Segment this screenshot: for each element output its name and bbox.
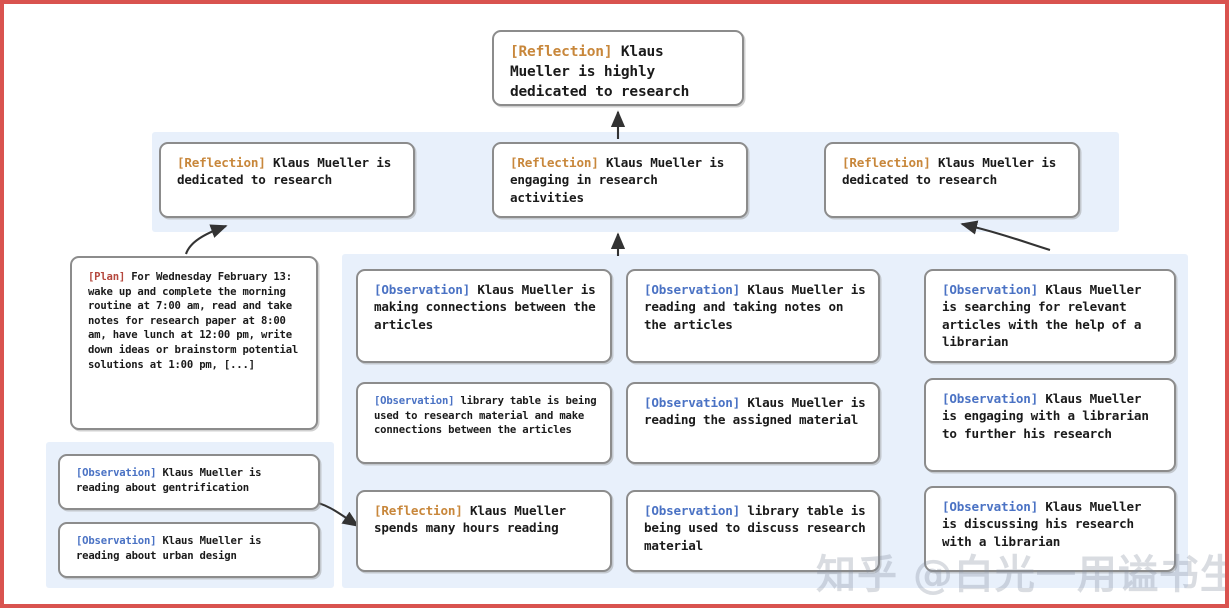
- node-text: Klaus Mueller is making connections betw…: [374, 282, 596, 332]
- node-text: Klaus Mueller is dedicated to research: [177, 155, 392, 188]
- node-tag: [Observation]: [942, 282, 1038, 297]
- node-reflection-2[interactable]: [Reflection] Klaus Mueller is engaging i…: [492, 142, 748, 218]
- node-text: Klaus Mueller is engaging with a librari…: [942, 391, 1149, 441]
- node-reflection-1[interactable]: [Reflection] Klaus Mueller is dedicated …: [159, 142, 415, 218]
- node-col1-observation-2[interactable]: [Observation] library table is being use…: [356, 382, 612, 464]
- node-tag: [Reflection]: [510, 155, 599, 170]
- node-text: Klaus Mueller is reading about gentrific…: [76, 467, 262, 494]
- node-text: Klaus Mueller is engaging in research ac…: [510, 155, 725, 205]
- node-tag: [Observation]: [644, 395, 740, 410]
- node-col2-observation-1[interactable]: [Observation] Klaus Mueller is reading a…: [626, 269, 880, 363]
- node-col3-observation-1[interactable]: [Observation] Klaus Mueller is searching…: [924, 269, 1176, 363]
- node-root-reflection[interactable]: [Reflection] Klaus Mueller is highly ded…: [492, 30, 744, 106]
- node-text: Klaus Mueller is reading about urban des…: [76, 535, 262, 562]
- node-col3-observation-3[interactable]: [Observation] Klaus Mueller is discussin…: [924, 486, 1176, 572]
- node-text: For Wednesday February 13: wake up and c…: [88, 271, 299, 371]
- node-col1-observation-1[interactable]: [Observation] Klaus Mueller is making co…: [356, 269, 612, 363]
- node-text: Klaus Mueller spends many hours reading: [374, 503, 566, 536]
- node-text: Klaus Mueller is highly dedicated to res…: [510, 44, 690, 100]
- node-tag: [Reflection]: [177, 155, 266, 170]
- node-col3-observation-2[interactable]: [Observation] Klaus Mueller is engaging …: [924, 378, 1176, 472]
- node-tag: [Reflection]: [510, 44, 613, 60]
- node-text: Klaus Mueller is searching for relevant …: [942, 282, 1142, 350]
- node-col2-observation-2[interactable]: [Observation] Klaus Mueller is reading t…: [626, 382, 880, 464]
- node-tag: [Observation]: [76, 535, 157, 547]
- node-tag: [Observation]: [644, 503, 740, 518]
- node-tag: [Observation]: [374, 282, 470, 297]
- node-col1-reflection[interactable]: [Reflection] Klaus Mueller spends many h…: [356, 490, 612, 572]
- node-plan[interactable]: [Plan] For Wednesday February 13: wake u…: [70, 256, 318, 430]
- node-tag: [Observation]: [76, 467, 157, 479]
- node-text: library table is being used to discuss r…: [644, 503, 866, 553]
- node-tag: [Reflection]: [842, 155, 931, 170]
- node-col2-observation-3[interactable]: [Observation] library table is being use…: [626, 490, 880, 572]
- node-text: Klaus Mueller is reading and taking note…: [644, 282, 866, 332]
- node-reflection-3[interactable]: [Reflection] Klaus Mueller is dedicated …: [824, 142, 1080, 218]
- node-text: Klaus Mueller is dedicated to research: [842, 155, 1057, 188]
- node-text: library table is being used to research …: [374, 395, 597, 437]
- node-tag: [Observation]: [644, 282, 740, 297]
- node-left-observation-2[interactable]: [Observation] Klaus Mueller is reading a…: [58, 522, 320, 578]
- node-text: Klaus Mueller is discussing his research…: [942, 499, 1142, 549]
- node-tag: [Reflection]: [374, 503, 463, 518]
- node-tag: [Observation]: [374, 395, 455, 407]
- node-text: Klaus Mueller is reading the assigned ma…: [644, 395, 866, 428]
- node-tag: [Observation]: [942, 499, 1038, 514]
- node-tag: [Plan]: [88, 271, 126, 283]
- node-tag: [Observation]: [942, 391, 1038, 406]
- node-left-observation-1[interactable]: [Observation] Klaus Mueller is reading a…: [58, 454, 320, 510]
